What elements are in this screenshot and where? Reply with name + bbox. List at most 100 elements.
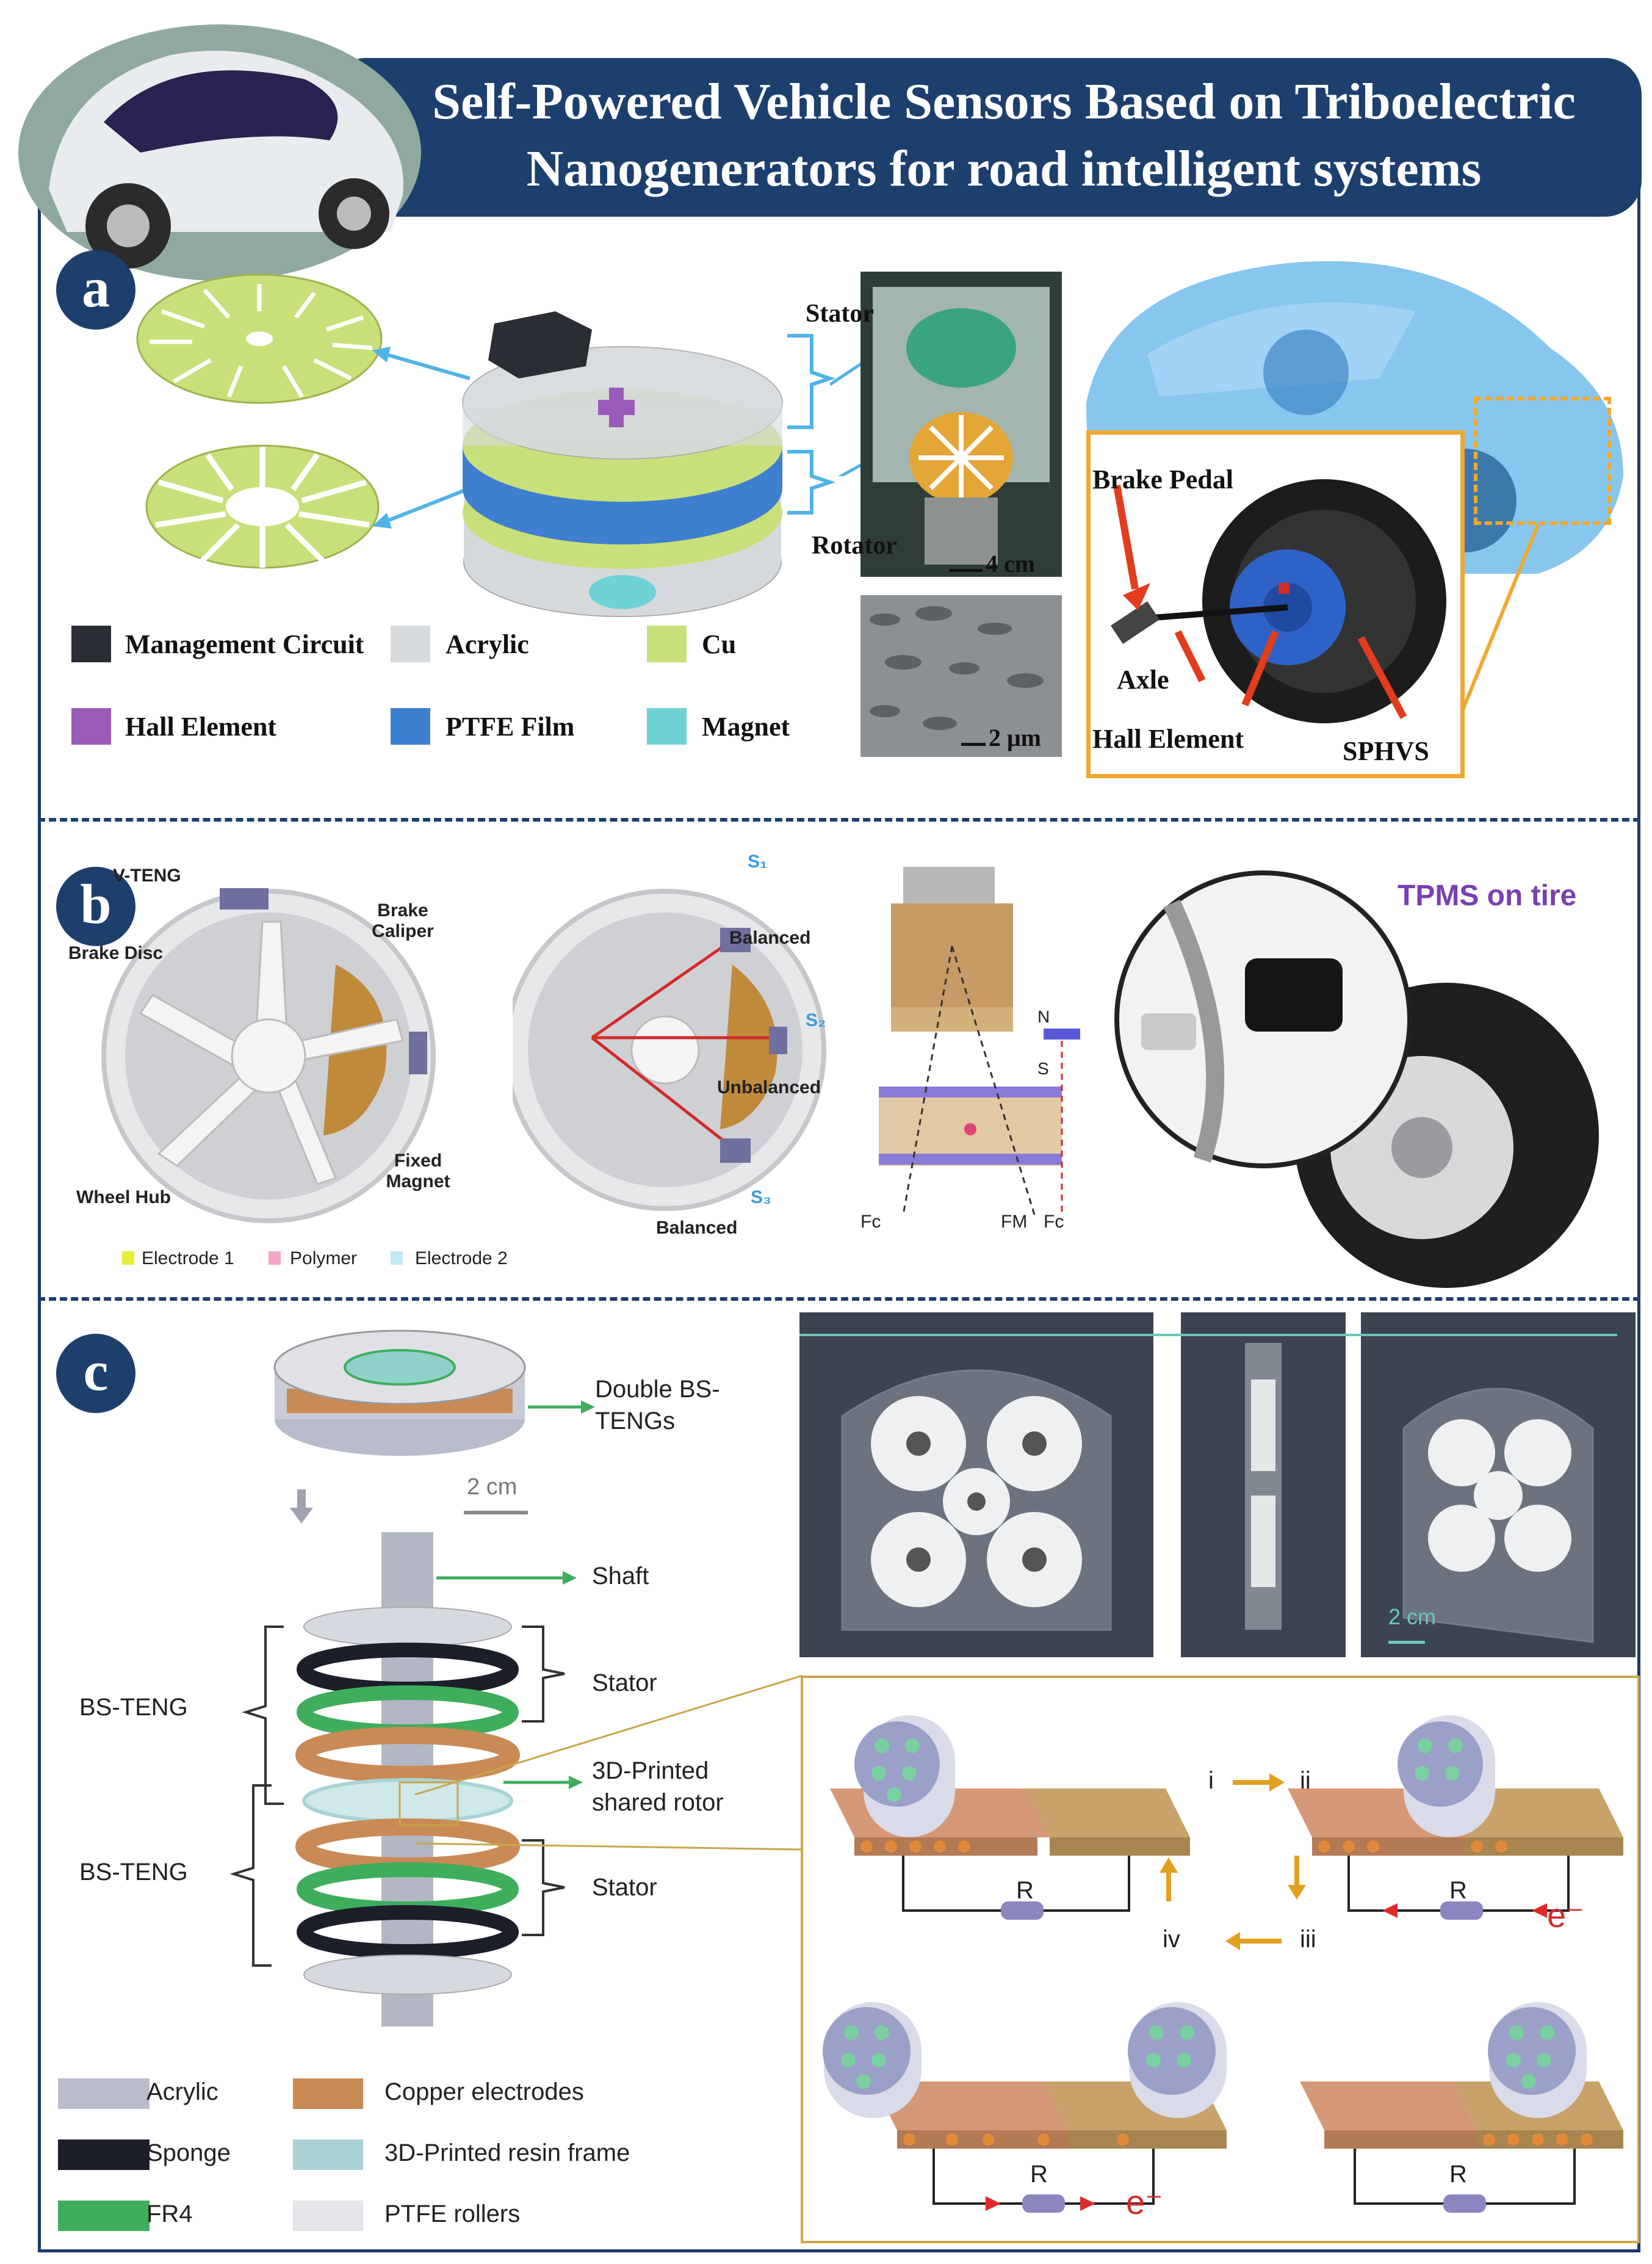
- double-bs-arrow: [528, 1400, 595, 1414]
- tengs-device-stack: [462, 311, 783, 617]
- rotator-label: Rotator: [812, 532, 897, 560]
- exploded-bs-teng-view: [295, 1532, 520, 2027]
- axle-label: Axle: [1117, 665, 1169, 695]
- legend-label-acrylic-c: Acrylic: [146, 2078, 218, 2105]
- mechanism-box: [801, 1676, 1640, 2243]
- s-pole-label: S: [1037, 1059, 1049, 1078]
- legend-swatch-cu: [647, 626, 687, 662]
- s2-label: S₂: [806, 1010, 826, 1030]
- stator-bottom-brace: [522, 1839, 565, 1936]
- legend-label-fr4: FR4: [146, 2201, 193, 2227]
- resistor-label-iv: R: [1030, 2161, 1048, 2188]
- fixed-magnet-label: Fixed Magnet: [386, 1151, 450, 1192]
- legend-label-electrode-2: Electrode 2: [415, 1248, 508, 1268]
- s3-label: S₃: [751, 1187, 771, 1207]
- s1-label: S₁: [748, 852, 768, 872]
- brake-disc-label: Brake Disc: [68, 943, 164, 963]
- mechanism-step-ii: [1288, 1715, 1623, 1920]
- shaft-arrow: [436, 1571, 577, 1585]
- zoom-connector-lines: [414, 1674, 803, 1851]
- legend-swatch-electrode-2: [391, 1251, 403, 1265]
- concept-car-image: [18, 24, 421, 281]
- shared-rotor-label: 3D-Printed shared rotor: [592, 1757, 724, 1816]
- disc-arrows: [372, 347, 471, 529]
- step-ii-label: ii: [1300, 1767, 1311, 1794]
- stator-top-label: Stator: [592, 1669, 657, 1696]
- legend-swatch-ptfe-film: [391, 708, 430, 745]
- legend-swatch-hall-element: [71, 708, 111, 745]
- legend-label-electrode-1: Electrode 1: [142, 1248, 234, 1268]
- hall-element-callout-label: Hall Element: [1092, 724, 1244, 754]
- electron-label-iv: e⁻: [1126, 2183, 1163, 2221]
- scale-bar-2cm-photo: [1388, 1641, 1425, 1644]
- resistor-label-ii: R: [1449, 1877, 1467, 1904]
- fc-left-label: Fc: [860, 1212, 881, 1232]
- legend-swatch-fr4: [58, 2201, 150, 2231]
- step-arrow-left: [1225, 1932, 1282, 1950]
- sem-image: [860, 595, 1062, 757]
- device-photo-front: [799, 1312, 1153, 1657]
- brake-pedal-label: Brake Pedal: [1092, 465, 1233, 494]
- legend-swatch-resin-frame: [293, 2139, 363, 2170]
- shaft-label: Shaft: [592, 1563, 649, 1590]
- separator-ab: [38, 818, 1640, 822]
- scale-label-2cm-device: 2 cm: [467, 1474, 518, 1500]
- title-line-2: Nanogenerators for road intelligent syst…: [526, 140, 1482, 197]
- legend-swatch-ptfe-rollers: [293, 2201, 363, 2231]
- legend-label-ptfe-rollers: PTFE rollers: [384, 2201, 521, 2227]
- title-banner: [330, 58, 1642, 217]
- wheel-highlight-box: [1474, 397, 1611, 525]
- scale-label-2um: 2 μm: [989, 724, 1041, 751]
- separator-bc: [38, 1297, 1640, 1301]
- tpms-label: TPMS on tire: [1398, 880, 1577, 912]
- fc-right-label: Fc: [1044, 1212, 1064, 1232]
- legend-swatch-management-circuit: [71, 626, 111, 662]
- scale-bar-2cm-device: [464, 1511, 528, 1514]
- step-arrows: [1233, 1773, 1306, 1900]
- brake-inset-illustration: [1111, 479, 1446, 723]
- tpms-tire-illustration: [1114, 870, 1599, 1288]
- mechanism-step-i: [830, 1715, 1190, 1920]
- cu-disc-top: [136, 273, 383, 404]
- brake-caliper-label: Brake Caliper: [372, 900, 434, 941]
- stator-top-brace: [522, 1626, 565, 1723]
- legend-label-magnet: Magnet: [702, 712, 790, 742]
- figure-title: Self-Powered Vehicle Sensors Based on Tr…: [378, 68, 1629, 203]
- bs-teng-top-label: BS-TENG: [79, 1694, 188, 1721]
- legend-label-hall-element: Hall Element: [125, 712, 277, 742]
- legend-swatch-copper-electrodes: [293, 2078, 363, 2109]
- double-bs-tengs-label: Double BS-TENGs: [595, 1376, 720, 1434]
- legend-label-ptfe-film: PTFE Film: [445, 712, 575, 742]
- v-teng-mechanism: [879, 867, 1080, 1215]
- double-bs-teng-device: [273, 1329, 526, 1456]
- device-photo-side: [1181, 1312, 1346, 1657]
- stack-braces: [787, 334, 836, 515]
- panel-c-tag: c: [56, 1334, 135, 1413]
- balanced-bottom-label: Balanced: [656, 1218, 738, 1238]
- legend-label-sponge: Sponge: [146, 2139, 231, 2166]
- resistor-label-iii: R: [1449, 2161, 1467, 2188]
- bs-teng-top-brace: [242, 1626, 284, 1805]
- legend-label-management-circuit: Management Circuit: [125, 629, 364, 659]
- legend-swatch-sponge: [58, 2139, 150, 2170]
- electron-label-ii: e⁻: [1547, 1896, 1584, 1934]
- legend-label-acrylic: Acrylic: [445, 629, 529, 659]
- scale-label-4cm: 4 cm: [986, 550, 1036, 577]
- sphvs-label: SPHVS: [1343, 736, 1429, 766]
- title-line-1: Self-Powered Vehicle Sensors Based on Tr…: [432, 73, 1576, 130]
- wheel-hub-illustration: [101, 888, 436, 1223]
- legend-swatch-polymer: [269, 1251, 281, 1265]
- panel-b-tag: b: [56, 867, 135, 946]
- scale-label-2cm-photo: 2 cm: [1388, 1604, 1437, 1629]
- stator-label: Stator: [806, 300, 874, 328]
- step-arrow-up: [1160, 1857, 1178, 1901]
- legend-label-cu: Cu: [702, 629, 737, 659]
- legend-label-resin-frame: 3D-Printed resin frame: [384, 2139, 630, 2166]
- stator-bottom-label: Stator: [592, 1874, 657, 1901]
- photo-strip-arrow: [799, 1334, 1617, 1336]
- legend-label-polymer: Polymer: [290, 1248, 358, 1268]
- balanced-wheel-illustration: [513, 889, 826, 1211]
- bs-teng-bottom-brace: [229, 1784, 272, 1967]
- device-photo-angle: [1361, 1312, 1636, 1657]
- step-i-label: i: [1208, 1767, 1214, 1794]
